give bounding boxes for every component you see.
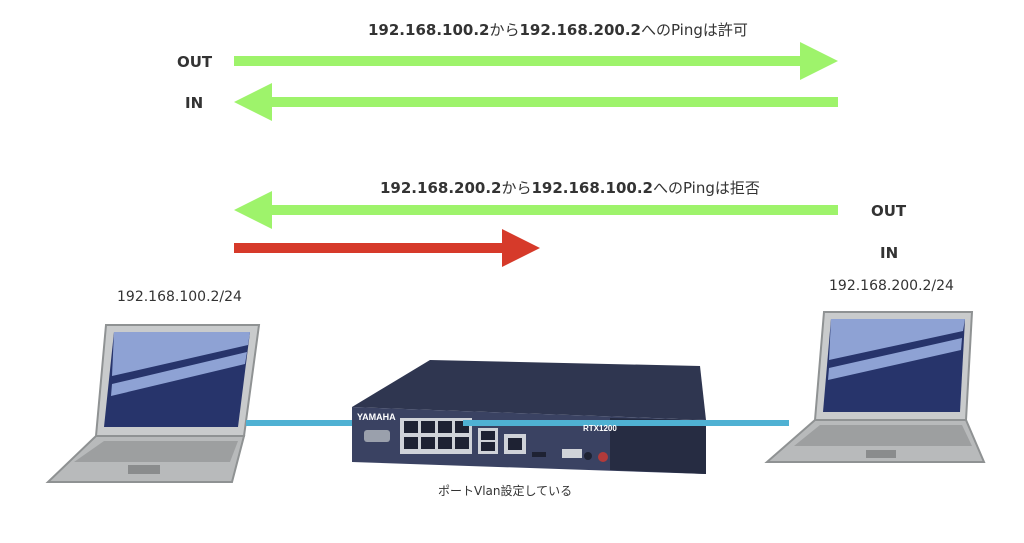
arrow-in-allowed: [234, 83, 838, 121]
router-caption: ポートVlan設定している: [438, 484, 573, 498]
arrow-out-allowed: [234, 42, 838, 80]
out-label-left: OUT: [177, 53, 213, 71]
rule-allow-caption: 192.168.100.2から192.168.200.2へのPingは許可: [368, 21, 748, 39]
left-laptop-icon: [45, 324, 261, 483]
router-model: RTX1200: [583, 424, 617, 433]
left-host-ip: 192.168.100.2/24: [117, 289, 242, 305]
router-device: [352, 360, 706, 474]
rule-deny-caption: 192.168.200.2から192.168.100.2へのPingは拒否: [380, 179, 760, 197]
arrow-out-right-to-left: [234, 191, 838, 229]
in-label-right: IN: [880, 244, 899, 262]
out-label-right: OUT: [871, 202, 907, 220]
arrow-in-denied: [234, 229, 540, 267]
cable-right: [463, 420, 789, 426]
in-label-left: IN: [185, 94, 204, 112]
right-host-ip: 192.168.200.2/24: [829, 278, 954, 294]
router-brand: YAMAHA: [357, 412, 396, 422]
right-laptop-icon: [764, 311, 986, 463]
cable-left: [246, 420, 408, 426]
